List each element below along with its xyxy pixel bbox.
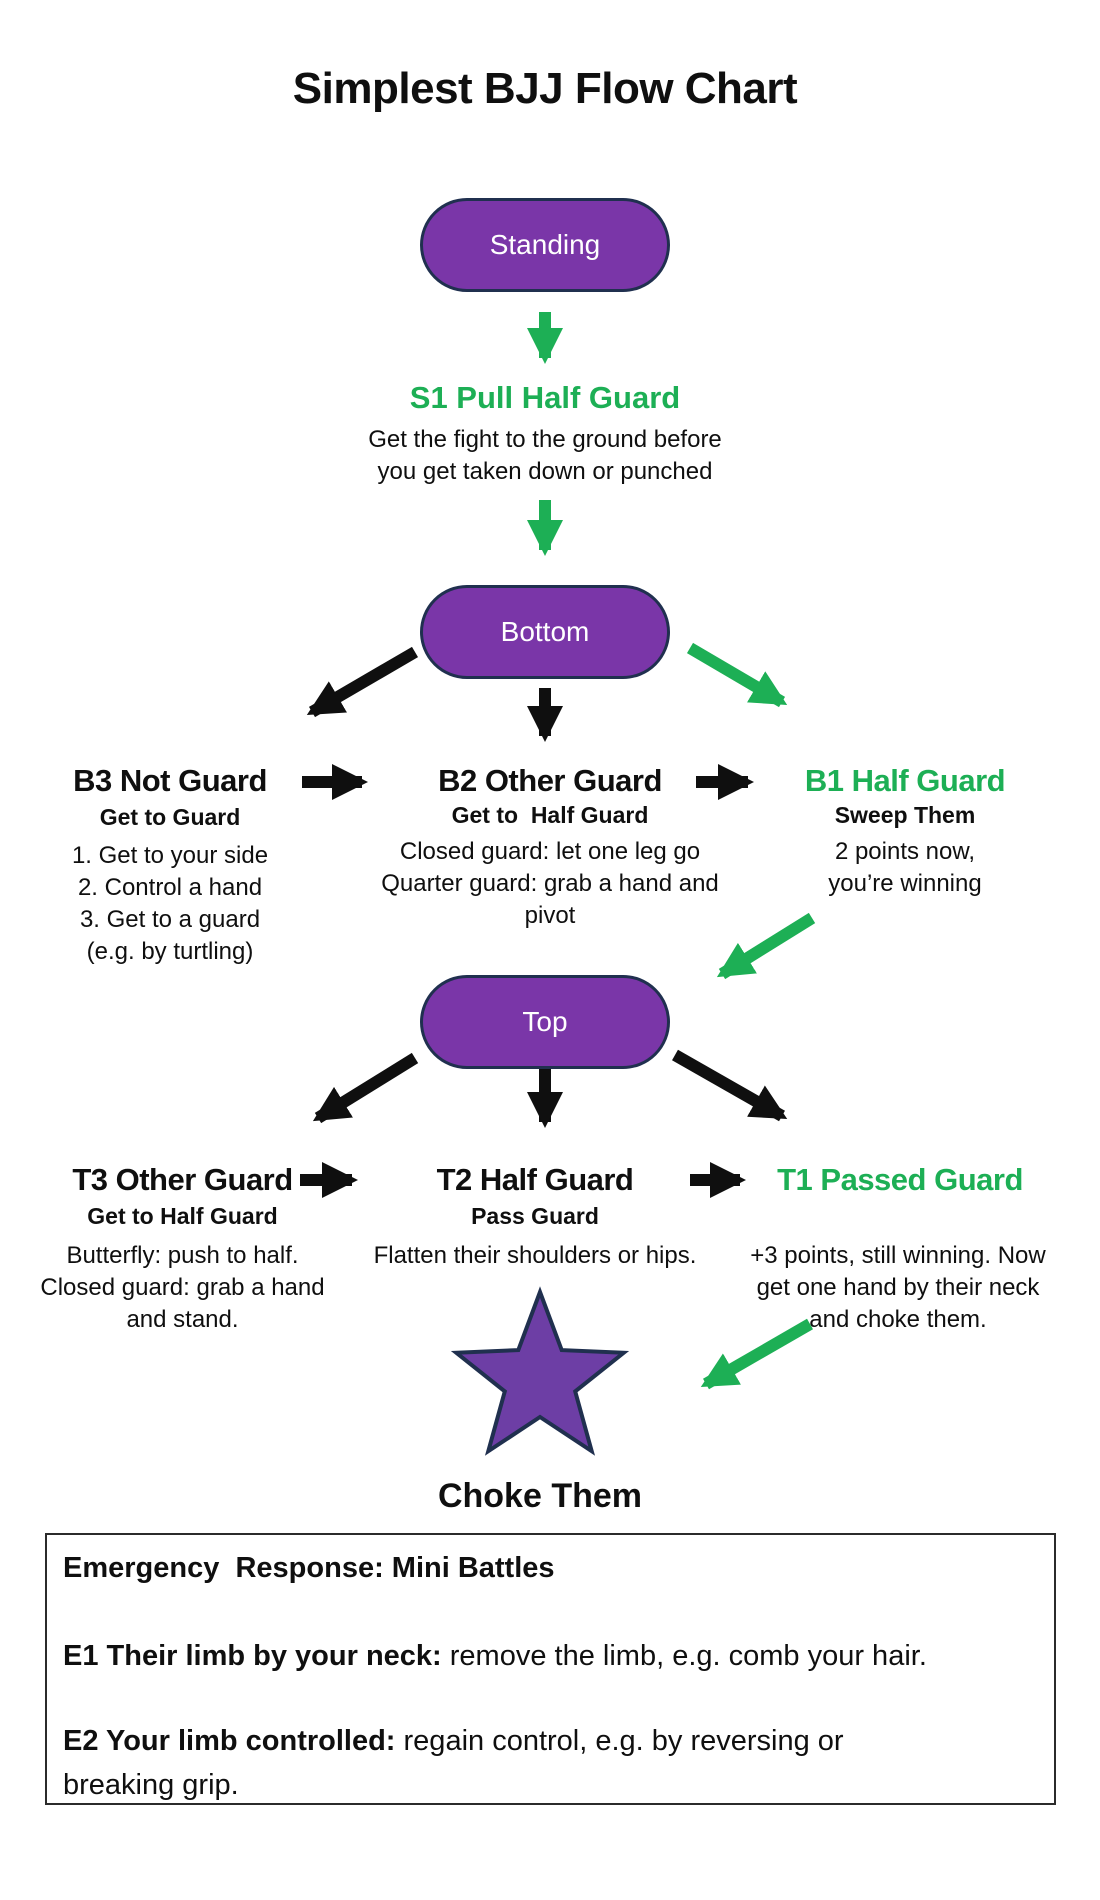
b3-heading: B3 Not Guard xyxy=(73,763,267,798)
emergency-heading: Emergency Response: Mini Battles xyxy=(63,1552,555,1584)
b1-step-1: 2 points now, xyxy=(834,838,976,865)
node-top: Top xyxy=(420,975,670,1069)
b2-step-3: pivot xyxy=(524,902,576,929)
choke-star xyxy=(450,1286,630,1456)
node-standing: Standing xyxy=(420,198,670,292)
b1-heading: B1 Half Guard xyxy=(804,763,1006,798)
b1-steps: 2 points now, you’re winning xyxy=(760,836,1050,900)
emergency-e1: E1 Their limb by your neck: remove the l… xyxy=(63,1634,1038,1678)
emergency-e2-text: regain control, e.g. by reversing or bre… xyxy=(63,1725,844,1801)
emergency-e1-text: remove the limb, e.g. comb your hair. xyxy=(441,1640,927,1672)
emergency-box: Emergency Response: Mini Battles E1 Thei… xyxy=(45,1533,1056,1805)
arrow-top-to-t1 xyxy=(672,1049,788,1122)
arrow-b1-to-top xyxy=(716,912,816,980)
t1-heading: T1 Passed Guard xyxy=(777,1162,1023,1197)
t2-subheading: Pass Guard xyxy=(471,1203,599,1229)
node-standing-label: Standing xyxy=(489,229,601,260)
b2-subheading: Get to Half Guard xyxy=(451,802,649,828)
b3-steps: 1. Get to your side 2. Control a hand 3.… xyxy=(15,840,325,968)
emergency-e2: E2 Your limb controlled: regain control,… xyxy=(63,1719,1038,1807)
arrow-bottom-to-b1 xyxy=(686,642,788,708)
b3-subheading: Get to Guard xyxy=(99,804,241,830)
arrow-bottom-to-b3 xyxy=(306,646,419,718)
page-title: Simplest BJJ Flow Chart xyxy=(292,64,798,113)
t1-step-1: +3 points, still winning. Now xyxy=(750,1242,1046,1269)
t3-step-3: and stand. xyxy=(126,1306,239,1333)
t3-step-1: Butterfly: push to half. xyxy=(66,1242,299,1269)
t1-step-3: and choke them. xyxy=(809,1306,987,1333)
t2-heading: T2 Half Guard xyxy=(436,1162,634,1197)
b1-step-2: you’re winning xyxy=(828,870,982,897)
t2-steps: Flatten their shoulders or hips. xyxy=(335,1240,735,1272)
b2-heading: B2 Other Guard xyxy=(438,763,662,798)
b3-step-2: 2. Control a hand xyxy=(77,874,263,901)
node-bottom-label: Bottom xyxy=(500,616,590,647)
b2-step-1: Closed guard: let one leg go xyxy=(399,838,701,865)
b1-subheading: Sweep Them xyxy=(834,802,976,828)
s1-desc-line-1: Get the fight to the ground before xyxy=(368,426,722,453)
s1-heading: S1 Pull Half Guard xyxy=(409,380,681,415)
t3-step-2: Closed guard: grab a hand xyxy=(40,1274,325,1301)
s1-desc-line-2: you get taken down or punched xyxy=(377,458,713,485)
emergency-e2-label: E2 Your limb controlled: xyxy=(63,1725,396,1757)
b2-steps: Closed guard: let one leg go Quarter gua… xyxy=(375,836,725,932)
b3-step-4: (e.g. by turtling) xyxy=(86,938,254,965)
b3-step-1: 1. Get to your side xyxy=(71,842,269,869)
t3-subheading: Get to Half Guard xyxy=(87,1203,278,1229)
t1-steps: +3 points, still winning. Now get one ha… xyxy=(733,1240,1063,1336)
t3-steps: Butterfly: push to half. Closed guard: g… xyxy=(25,1240,340,1336)
node-top-label: Top xyxy=(522,1006,568,1037)
t2-step-1: Flatten their shoulders or hips. xyxy=(373,1242,697,1269)
arrow-top-to-t3 xyxy=(312,1052,419,1124)
emergency-e1-label: E1 Their limb by your neck: xyxy=(63,1640,442,1672)
s1-description: Get the fight to the ground before you g… xyxy=(0,424,1090,488)
t3-heading: T3 Other Guard xyxy=(72,1162,293,1197)
b2-step-2: Quarter guard: grab a hand and xyxy=(381,870,719,897)
t1-step-2: get one hand by their neck xyxy=(756,1274,1040,1301)
node-bottom: Bottom xyxy=(420,585,670,679)
choke-label: Choke Them xyxy=(437,1477,643,1515)
b3-step-3: 3. Get to a guard xyxy=(79,906,261,933)
